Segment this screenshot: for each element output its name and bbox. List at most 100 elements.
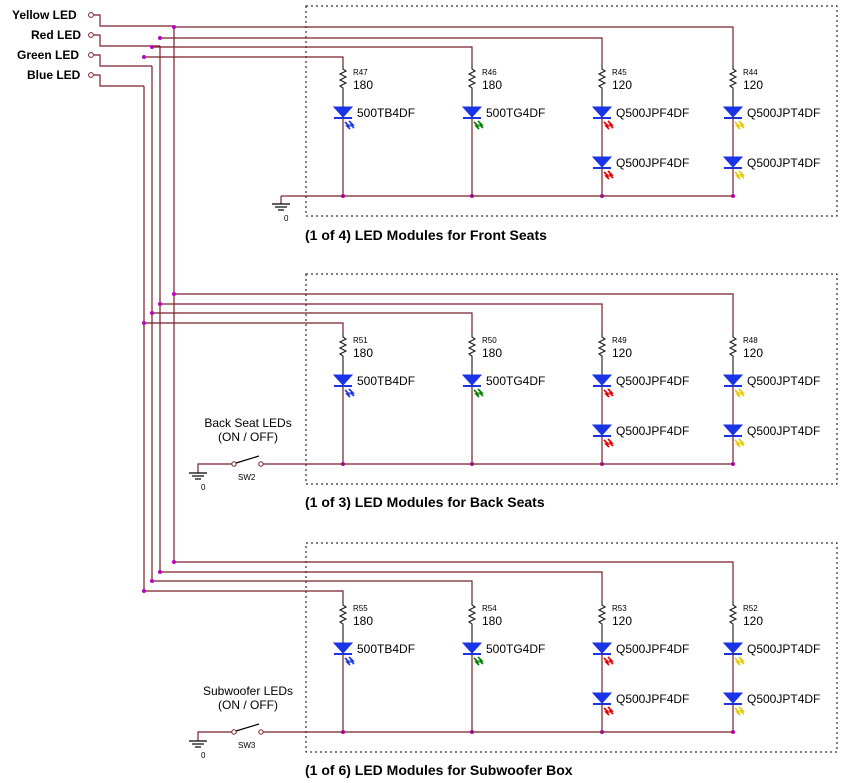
junction-dot xyxy=(142,55,146,59)
led-emission-icon xyxy=(734,120,745,130)
resistor-ref: R53 xyxy=(612,604,627,613)
bus-feed-wire xyxy=(152,312,473,333)
led-part-label: Q500JPF4DF xyxy=(616,424,689,438)
module-1: R47180500TB4DFR46180500TG4DFR45120Q500JP… xyxy=(142,5,838,243)
resistor-value: 120 xyxy=(612,614,632,628)
led-diode-icon xyxy=(722,374,744,386)
led-diode-icon xyxy=(591,156,613,168)
led-part-label: 500TB4DF xyxy=(357,374,415,388)
resistor-symbol xyxy=(728,65,738,107)
switch-label-line2: (ON / OFF) xyxy=(218,698,278,712)
resistor-symbol xyxy=(467,601,477,643)
junction-dot xyxy=(150,311,154,315)
module-3: R55180500TB4DFR54180500TG4DFR53120Q500JP… xyxy=(142,542,838,778)
led-emission-icon xyxy=(734,438,745,448)
switch-terminal xyxy=(231,461,237,467)
led-emission-icon xyxy=(603,388,614,398)
led-emission-icon xyxy=(473,120,484,130)
resistor-ref: R44 xyxy=(743,68,758,77)
junction-dot xyxy=(172,560,176,564)
input-label-blue: Blue LED xyxy=(27,68,81,82)
ground-label: 0 xyxy=(201,751,206,760)
led-emission-icon xyxy=(734,706,745,716)
resistor-symbol xyxy=(338,333,348,375)
led-diode-icon xyxy=(591,642,613,654)
junction-dot xyxy=(172,25,176,29)
resistor-symbol xyxy=(728,333,738,375)
resistor-symbol xyxy=(597,333,607,375)
resistor-value: 120 xyxy=(612,78,632,92)
bus-wires xyxy=(94,14,175,591)
led-part-label: Q500JPT4DF xyxy=(747,156,820,170)
led-part-label: 500TG4DF xyxy=(486,642,545,656)
junction-dot xyxy=(158,36,162,40)
resistor-value: 180 xyxy=(353,346,373,360)
resistor-ref: R45 xyxy=(612,68,627,77)
switch-ref: SW3 xyxy=(238,741,256,750)
led-part-label: Q500JPT4DF xyxy=(747,642,820,656)
led-emission-icon xyxy=(734,388,745,398)
resistor-ref: R46 xyxy=(482,68,497,77)
junction-dot xyxy=(142,589,146,593)
resistor-value: 180 xyxy=(482,78,502,92)
resistor-symbol xyxy=(597,65,607,107)
resistor-ref: R54 xyxy=(482,604,497,613)
resistor-value: 180 xyxy=(353,78,373,92)
led-part-label: Q500JPT4DF xyxy=(747,692,820,706)
input-terminals xyxy=(88,12,94,78)
led-emission-icon xyxy=(473,656,484,666)
ground-wire xyxy=(197,731,232,741)
bus-feed-wire xyxy=(160,37,603,65)
bus-feed-wire xyxy=(160,571,603,601)
input-terminal xyxy=(88,52,94,58)
led-part-label: Q500JPF4DF xyxy=(616,374,689,388)
led-diode-icon xyxy=(461,642,483,654)
module-boundary xyxy=(305,542,838,753)
junction-dot xyxy=(158,570,162,574)
bus-feed-wire xyxy=(152,46,473,65)
modules-layer: R47180500TB4DFR46180500TG4DFR45120Q500JP… xyxy=(142,5,838,778)
led-part-label: Q500JPF4DF xyxy=(616,106,689,120)
led-part-label: Q500JPT4DF xyxy=(747,424,820,438)
led-emission-icon xyxy=(473,388,484,398)
led-part-label: Q500JPF4DF xyxy=(616,692,689,706)
switch-terminal xyxy=(258,461,264,467)
resistor-value: 180 xyxy=(482,614,502,628)
input-stub-wire xyxy=(94,34,160,47)
led-diode-icon xyxy=(722,156,744,168)
switch-lever-icon xyxy=(235,455,260,464)
resistor-symbol xyxy=(338,601,348,643)
module-boundary xyxy=(305,5,838,217)
bus-feed-wire xyxy=(144,590,344,601)
resistor-symbol xyxy=(467,65,477,107)
junction-dot xyxy=(172,292,176,296)
led-diode-icon xyxy=(332,642,354,654)
bus-feed-wire xyxy=(174,26,734,65)
led-diode-icon xyxy=(332,106,354,118)
led-emission-icon xyxy=(603,438,614,448)
bus-feed-wire xyxy=(174,293,734,333)
led-emission-icon xyxy=(734,656,745,666)
resistor-value: 120 xyxy=(612,346,632,360)
bus-feed-wire xyxy=(160,303,603,333)
ground-label: 0 xyxy=(284,214,289,223)
led-emission-icon xyxy=(344,120,355,130)
led-emission-icon xyxy=(603,706,614,716)
led-part-label: 500TB4DF xyxy=(357,106,415,120)
led-diode-icon xyxy=(722,106,744,118)
led-emission-icon xyxy=(344,388,355,398)
junction-dot xyxy=(150,579,154,583)
led-part-label: Q500JPT4DF xyxy=(747,106,820,120)
resistor-symbol xyxy=(467,333,477,375)
resistor-ref: R50 xyxy=(482,336,497,345)
resistor-ref: R48 xyxy=(743,336,758,345)
led-part-label: 500TG4DF xyxy=(486,106,545,120)
bus-feed-wire xyxy=(152,580,473,601)
led-diode-icon xyxy=(332,374,354,386)
led-emission-icon xyxy=(603,120,614,130)
resistor-ref: R49 xyxy=(612,336,627,345)
input-label-red: Red LED xyxy=(31,28,81,42)
led-diode-icon xyxy=(591,424,613,436)
resistor-ref: R52 xyxy=(743,604,758,613)
input-label-yellow: Yellow LED xyxy=(12,8,77,22)
